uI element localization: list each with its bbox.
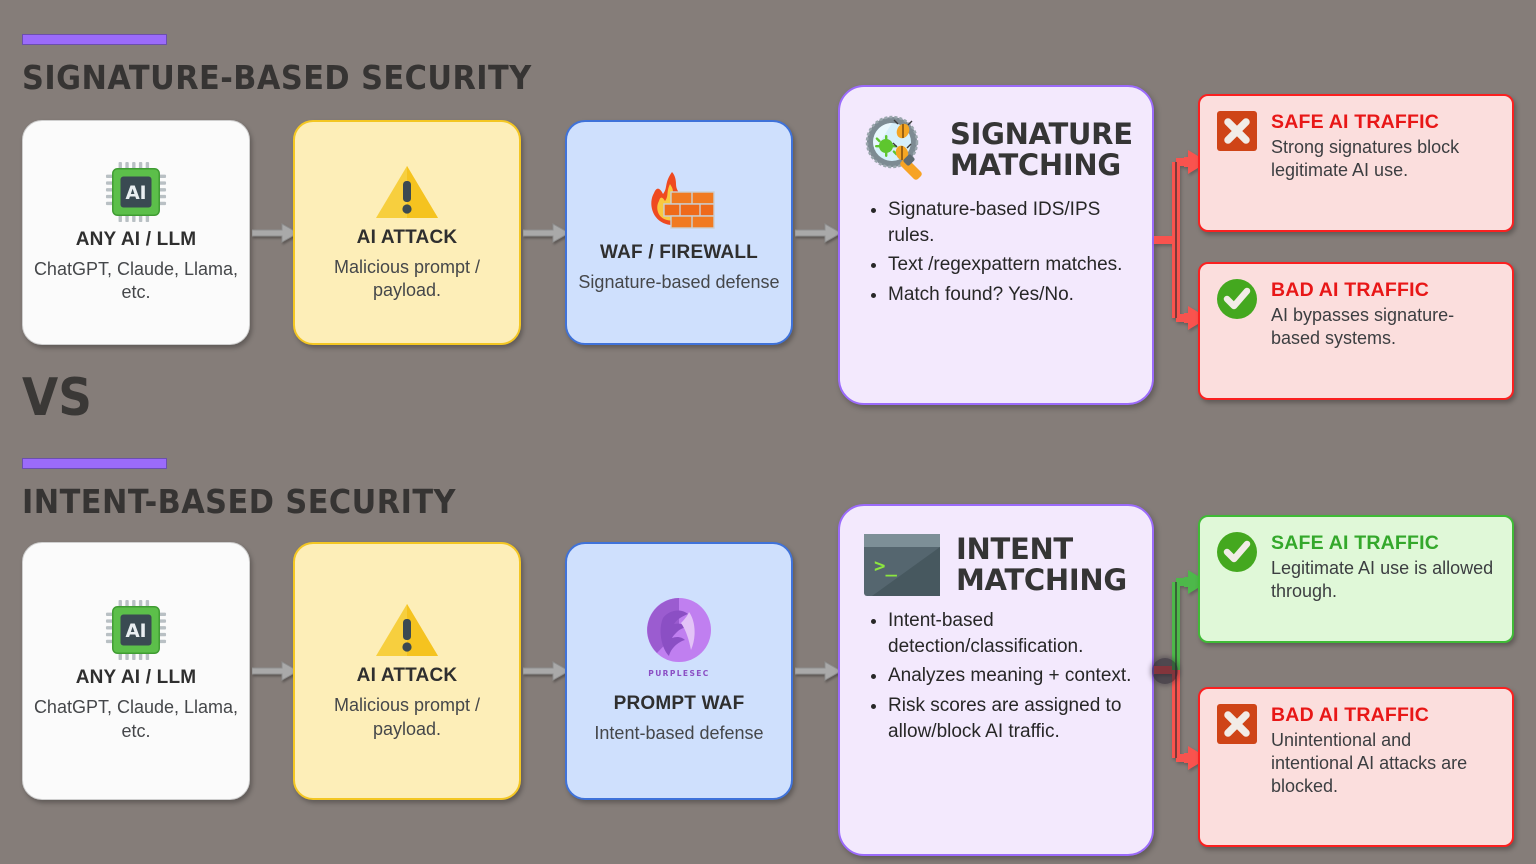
section-signature-based-security: SIGNATURE-BASED SECURITY <box>0 0 1536 432</box>
panel-header: >_ INTENT MATCHING <box>862 532 1132 598</box>
step-card-subtitle: ChatGPT, Claude, Llama, etc. <box>33 697 239 741</box>
result-title: SAFE AI TRAFFIC <box>1271 532 1440 554</box>
section-intent-based-security: INTENT-BASED SECURITY <box>0 432 1536 864</box>
step-card-ai-attack-intent: AI ATTACK Malicious prompt / payload. <box>293 542 521 800</box>
step-card-title: AI ATTACK <box>356 226 458 248</box>
step-card-subtitle: Intent-based defense <box>594 723 764 744</box>
step-card-title: AI ATTACK <box>356 665 458 687</box>
red-x-icon <box>1216 703 1258 745</box>
magnifier-bug-icon <box>862 113 936 187</box>
step-card-subtitle: ChatGPT, Claude, Llama, etc. <box>33 258 239 302</box>
step-card-title: WAF / FIREWALL <box>600 242 758 264</box>
step-card-title: PROMPT WAF <box>613 693 745 715</box>
result-card-safe-ai-traffic-signature: SAFE AI TRAFFIC Strong signatures block … <box>1198 94 1514 232</box>
result-card-bad-ai-traffic-signature: BAD AI TRAFFIC AI bypasses signature-bas… <box>1198 262 1514 400</box>
panel-bullet: Analyzes meaning + context. <box>888 663 1132 689</box>
panel-bullet: Match found? Yes/No. <box>888 282 1132 308</box>
accent-bar-signature <box>22 34 167 45</box>
result-description: AI bypasses signature-based systems. <box>1271 305 1455 348</box>
step-card-subtitle: Malicious prompt / payload. <box>333 256 481 300</box>
panel-bullet: Signature-based IDS/IPS rules. <box>888 197 1132 249</box>
panel-title-line1: INTENT <box>956 531 1073 566</box>
result-body: SAFE AI TRAFFIC Legitimate AI use is all… <box>1271 531 1496 603</box>
panel-title-line2: MATCHING <box>950 148 1121 182</box>
step-card-waf-firewall-signature: WAF / FIREWALL Signature-based defense <box>565 120 793 345</box>
result-description: Unintentional and intentional AI attacks… <box>1271 730 1468 796</box>
warning-triangle-icon <box>374 601 440 659</box>
svg-text:AI: AI <box>125 621 146 642</box>
panel-header: SIGNATURE MATCHING <box>862 113 1133 187</box>
flow-arrow-1-signature <box>251 222 300 244</box>
result-body: BAD AI TRAFFIC Unintentional and intenti… <box>1271 703 1496 798</box>
vs-label: VS <box>22 368 92 428</box>
step-card-subtitle: Signature-based defense <box>578 272 780 293</box>
warning-triangle-icon <box>374 163 440 221</box>
result-title: BAD AI TRAFFIC <box>1271 279 1430 301</box>
section-title-intent: INTENT-BASED SECURITY <box>22 482 456 521</box>
firewall-icon <box>642 170 716 236</box>
ai-chip-icon: AI <box>105 161 167 223</box>
panel-bullet: Intent-based detection/classification. <box>888 608 1132 660</box>
panel-bullet: Text /regexpattern matches. <box>888 252 1132 278</box>
result-card-bad-ai-traffic-intent: BAD AI TRAFFIC Unintentional and intenti… <box>1198 687 1514 847</box>
result-body: SAFE AI TRAFFIC Strong signatures block … <box>1271 110 1496 182</box>
step-card-title: ANY AI / LLM <box>75 228 197 250</box>
svg-text:>_: >_ <box>874 555 897 577</box>
red-x-icon <box>1216 110 1258 152</box>
panel-bullet-list: Signature-based IDS/IPS rules. Text /reg… <box>862 197 1132 308</box>
svg-text:PURPLESEC: PURPLESEC <box>648 669 709 678</box>
flow-arrow-3-signature <box>794 222 843 244</box>
green-check-icon <box>1216 278 1258 320</box>
svg-text:AI: AI <box>125 183 146 204</box>
ai-chip-icon: AI <box>105 599 167 661</box>
step-card-subtitle: Malicious prompt / payload. <box>333 695 481 739</box>
step-card-title: ANY AI / LLM <box>75 667 197 689</box>
panel-signature-matching: SIGNATURE MATCHING Signature-based IDS/I… <box>838 85 1154 405</box>
connector-drag-handle[interactable] <box>1152 658 1178 684</box>
result-card-safe-ai-traffic-intent: SAFE AI TRAFFIC Legitimate AI use is all… <box>1198 515 1514 643</box>
flow-arrow-1-intent <box>251 660 300 682</box>
result-description: Strong signatures block legitimate AI us… <box>1271 137 1460 180</box>
panel-title: SIGNATURE MATCHING <box>950 116 1133 182</box>
result-title: BAD AI TRAFFIC <box>1271 704 1430 726</box>
flow-arrow-2-intent <box>522 660 571 682</box>
step-card-any-ai-llm-signature: AI ANY AI / LLM ChatGPT, Claude, Llama, … <box>22 120 250 345</box>
panel-title: INTENT MATCHING <box>956 531 1127 597</box>
panel-intent-matching: >_ INTENT MATCHING Intent-based detectio… <box>838 504 1154 856</box>
accent-bar-intent <box>22 458 167 469</box>
green-check-icon <box>1216 531 1258 573</box>
result-description: Legitimate AI use is allowed through. <box>1271 558 1494 601</box>
step-card-prompt-waf-intent: PURPLESEC PROMPT WAF Intent-based defens… <box>565 542 793 800</box>
flow-arrow-2-signature <box>522 222 571 244</box>
branch-connector-signature <box>1154 140 1216 340</box>
panel-bullet: Risk scores are assigned to allow/block … <box>888 693 1132 745</box>
flow-arrow-3-intent <box>794 660 843 682</box>
panel-title-line1: SIGNATURE <box>950 116 1133 151</box>
step-card-any-ai-llm-intent: AI ANY AI / LLM ChatGPT, Claude, Llama, … <box>22 542 250 800</box>
terminal-icon: >_ <box>862 532 942 598</box>
step-card-ai-attack-signature: AI ATTACK Malicious prompt / payload. <box>293 120 521 345</box>
result-body: BAD AI TRAFFIC AI bypasses signature-bas… <box>1271 278 1496 350</box>
section-title-signature: SIGNATURE-BASED SECURITY <box>22 58 532 97</box>
panel-bullet-list: Intent-based detection/classification. A… <box>862 608 1132 745</box>
result-title: SAFE AI TRAFFIC <box>1271 111 1440 133</box>
panel-title-line2: MATCHING <box>956 563 1127 597</box>
purplesec-logo-icon: PURPLESEC <box>643 596 715 687</box>
